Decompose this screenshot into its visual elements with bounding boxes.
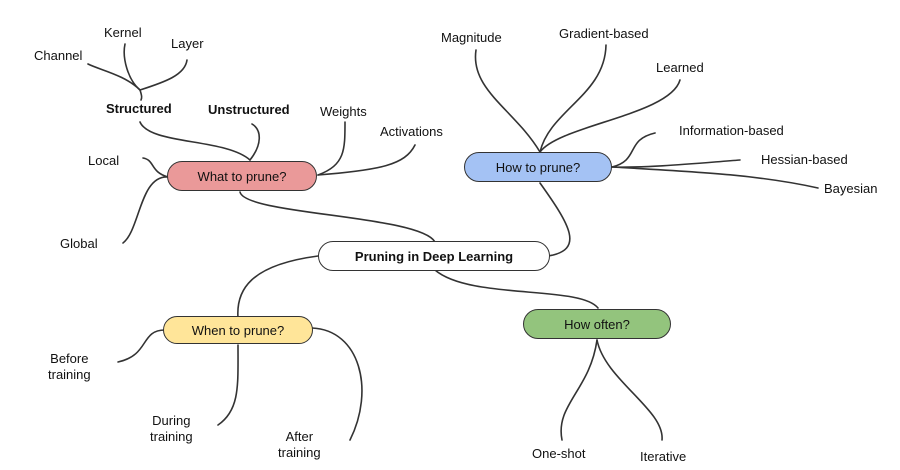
edge-root-what: [239, 191, 436, 243]
bayesian-label: Bayesian: [824, 181, 878, 196]
how-to-prune-node[interactable]: How to prune?: [464, 152, 612, 182]
edge-how-learned: [539, 79, 681, 153]
what-to-prune-node[interactable]: What to prune?: [167, 161, 317, 191]
hessian-based-label: Hessian-based: [761, 152, 848, 167]
learned-label: Learned: [656, 60, 704, 75]
root-label: Pruning in Deep Learning: [354, 248, 514, 264]
edge-structured-kernel: [123, 43, 141, 91]
edge-structured-node: [139, 89, 143, 101]
how-to-prune-label: How to prune?: [495, 159, 581, 175]
layer-label: Layer: [171, 36, 204, 51]
edge-root-often: [434, 269, 599, 309]
when-to-prune-node[interactable]: When to prune?: [163, 316, 313, 344]
before-training-label: Before training: [48, 351, 91, 382]
during-training-label: During training: [150, 413, 193, 444]
edge-structured-channel: [87, 63, 141, 91]
edge-often-oneshot: [560, 339, 598, 441]
when-to-prune-label: When to prune?: [191, 322, 285, 338]
structured-label: Structured: [106, 101, 172, 116]
gradient-based-label: Gradient-based: [559, 26, 649, 41]
how-often-label: How often?: [564, 316, 630, 332]
channel-label: Channel: [34, 48, 83, 63]
local-label: Local: [88, 153, 120, 168]
global-label: Global: [60, 236, 98, 251]
edge-what-global: [122, 176, 169, 244]
edge-root-when: [237, 255, 319, 319]
edge-how-information: [611, 132, 656, 168]
edge-when-after: [311, 327, 363, 441]
how-often-node[interactable]: How often?: [523, 309, 671, 339]
edge-how-magnitude: [474, 49, 541, 153]
edge-what-structured: [139, 121, 251, 161]
edge-often-iterative: [596, 339, 663, 441]
edge-how-bayesian: [611, 166, 819, 189]
edge-how-hessian: [611, 159, 741, 168]
iterative-label: Iterative: [640, 449, 687, 464]
edge-root-how: [539, 182, 571, 257]
edge-how-gradient: [539, 44, 607, 153]
edge-what-activations: [317, 144, 416, 176]
information-based-label: Information-based: [679, 123, 784, 138]
edge-what-unstructured: [249, 123, 261, 161]
edge-what-local: [142, 157, 169, 178]
edge-when-during: [217, 344, 239, 426]
activations-label: Activations: [380, 124, 443, 139]
magnitude-label: Magnitude: [441, 30, 502, 45]
edge-structured-layer: [139, 59, 188, 91]
unstructured-label: Unstructured: [208, 102, 290, 117]
one-shot-label: One-shot: [532, 446, 586, 461]
edge-what-weights: [317, 121, 346, 176]
root-node[interactable]: Pruning in Deep Learning: [318, 241, 550, 271]
kernel-label: Kernel: [104, 25, 142, 40]
what-to-prune-label: What to prune?: [197, 168, 287, 184]
weights-label: Weights: [320, 104, 367, 119]
edge-when-before: [117, 329, 166, 363]
after-training-label: After training: [278, 429, 321, 460]
